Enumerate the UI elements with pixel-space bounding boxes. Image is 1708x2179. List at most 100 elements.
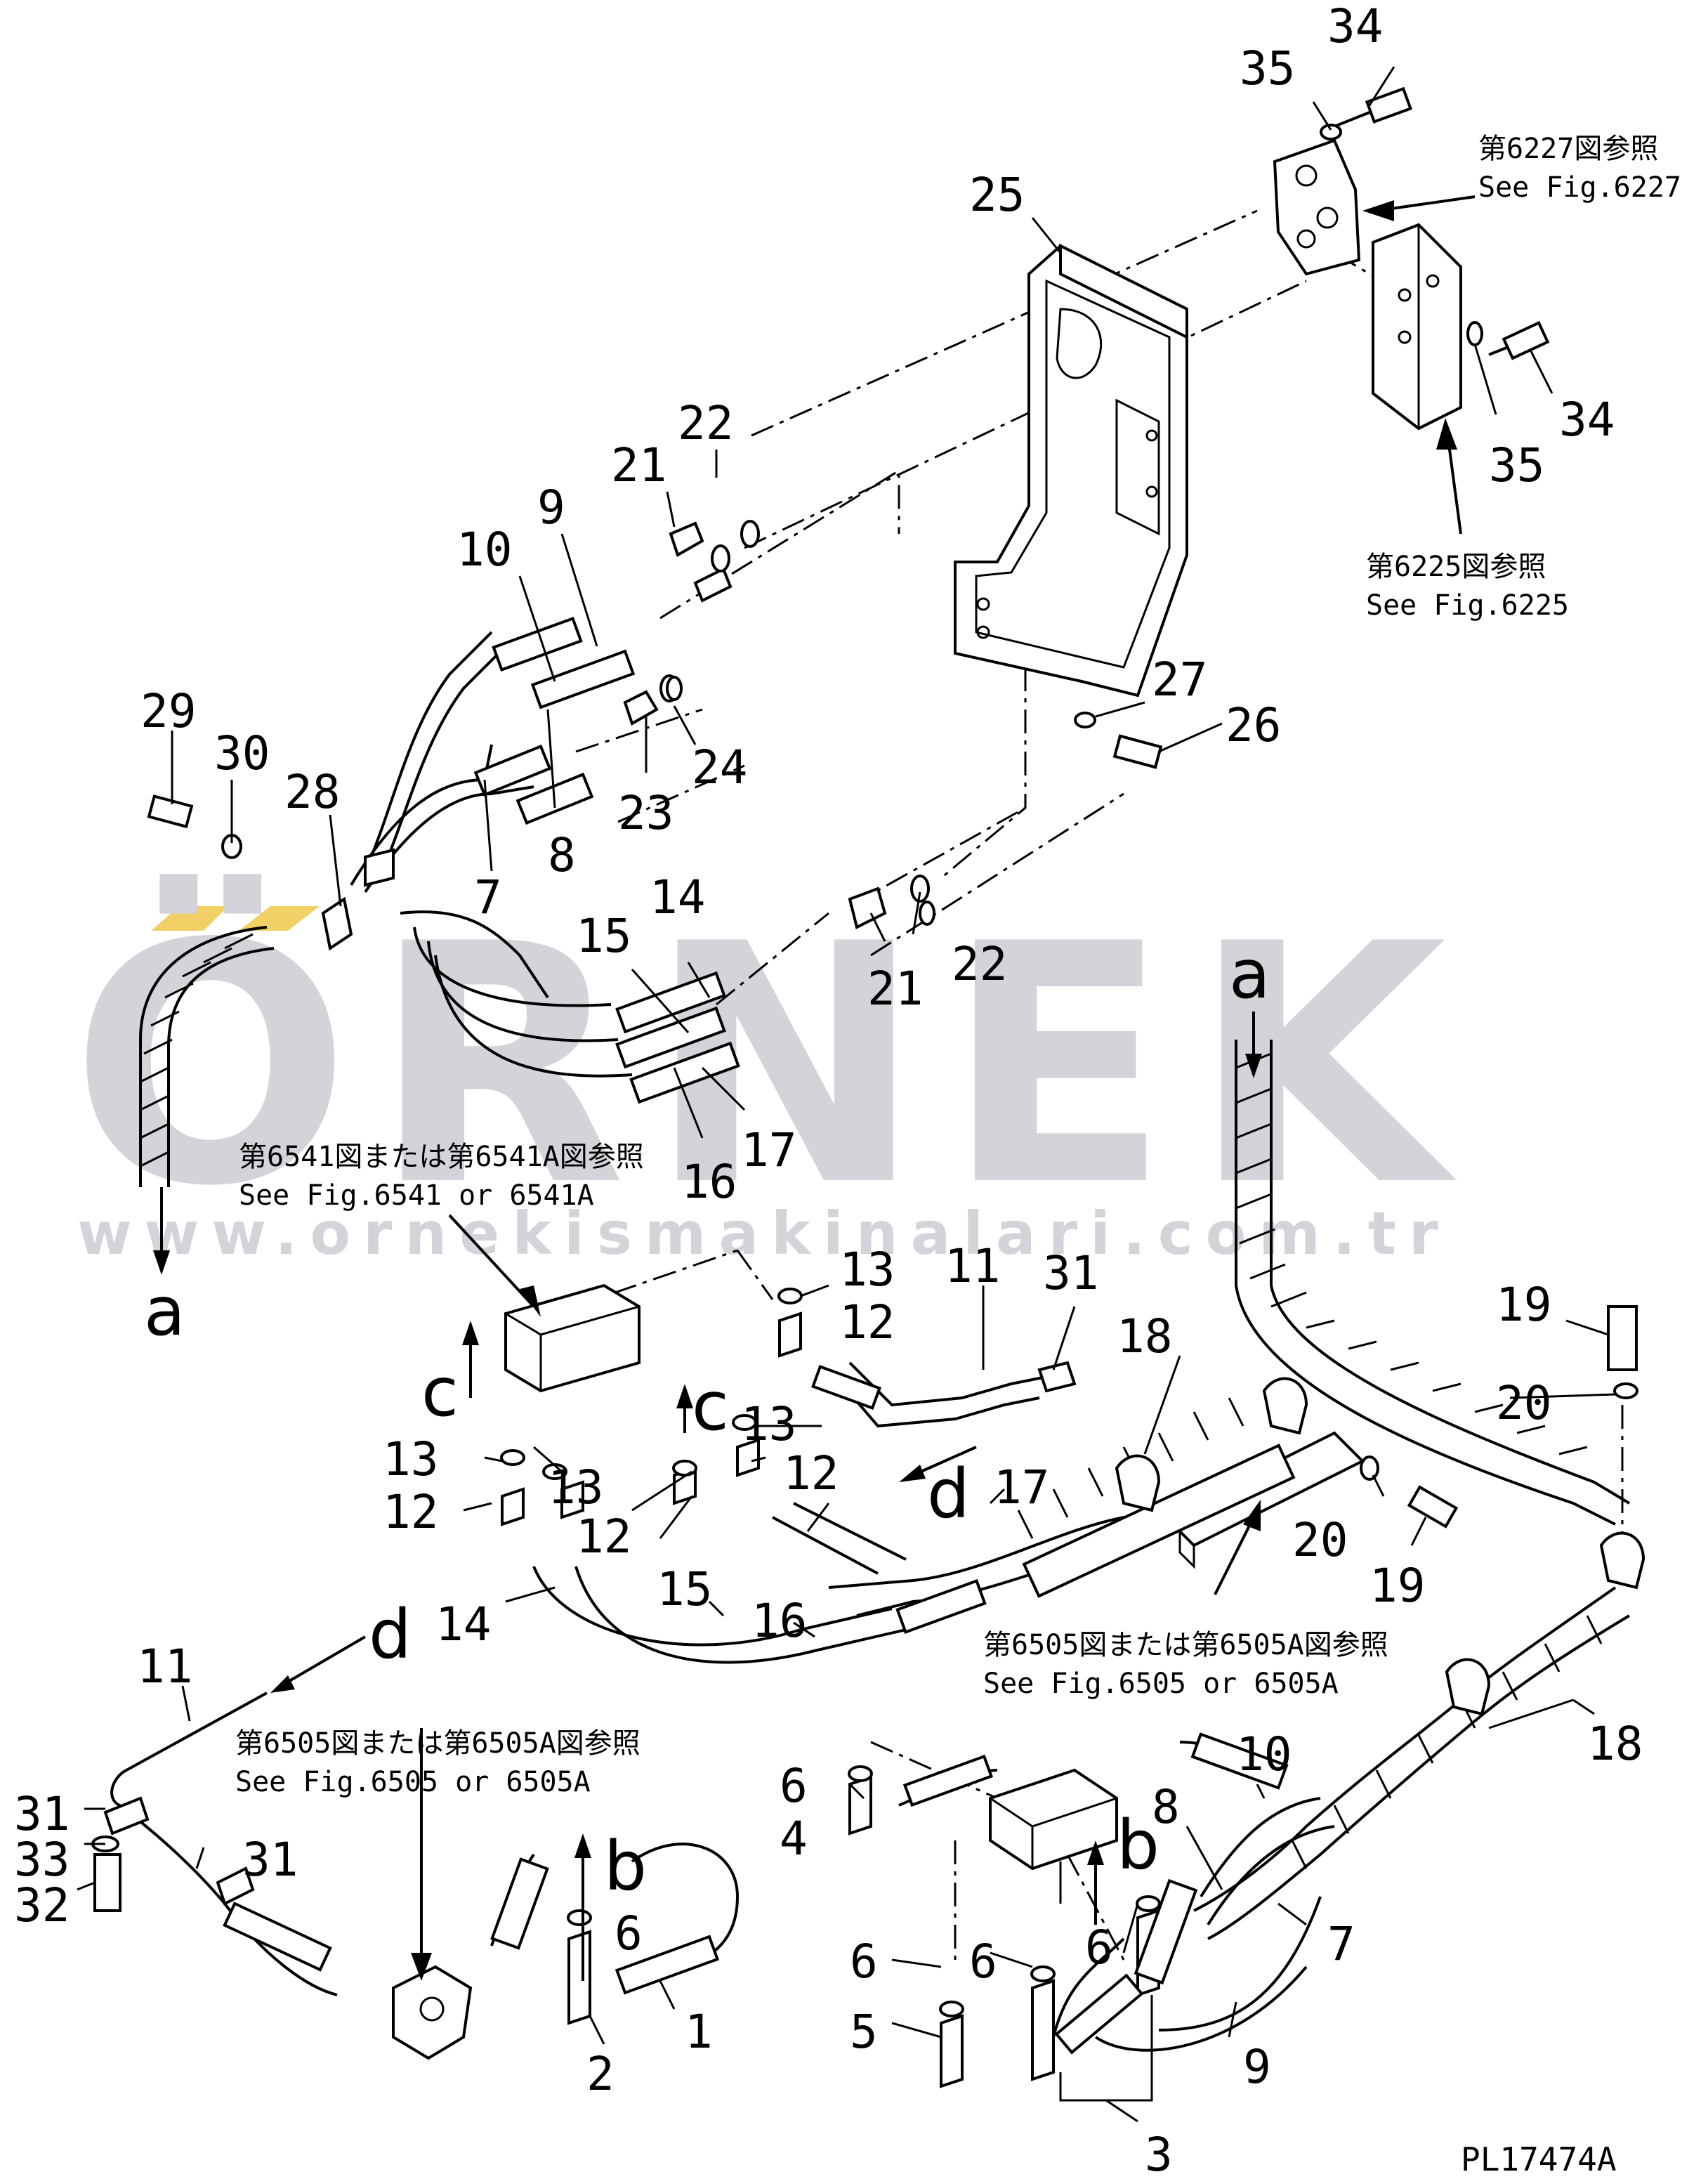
callout-label: 7 (1327, 1917, 1355, 1971)
callout-label: 17 (994, 1460, 1049, 1514)
ref-6227-en: See Fig.6227 (1478, 171, 1681, 204)
connector-label: c (692, 1367, 729, 1446)
callout-label: 6 (969, 1935, 997, 1989)
callout-label: 31 (242, 1833, 298, 1887)
callout-label: 21 (867, 962, 923, 1016)
ref-6541-en: See Fig.6541 or 6541A (239, 1179, 594, 1212)
callout-label: 6 (850, 1935, 878, 1989)
callout-label: 27 (1152, 653, 1207, 707)
connector-label: c (421, 1353, 459, 1432)
callout-label: 16 (751, 1594, 807, 1648)
connector-label: a (1229, 935, 1270, 1014)
ref-6505-right-jp: 第6505図または第6505A図参照 (983, 1629, 1388, 1661)
pilot-valve-6505 (392, 1965, 473, 2060)
callout-label: 35 (1240, 41, 1295, 96)
callout-label: 16 (681, 1155, 737, 1209)
callout-label: 17 (741, 1123, 796, 1177)
callout-label: 9 (1243, 2040, 1271, 2094)
spiral-wraps (140, 933, 1603, 1869)
watermark-accent-mark (151, 906, 320, 931)
connector-arrows (153, 1012, 1262, 1981)
connector-labels: a a b b c c d d (144, 935, 1270, 1906)
clamps (103, 848, 1645, 1906)
ref-6227-jp: 第6227図参照 (1478, 133, 1658, 165)
callout-label: 9 (537, 480, 565, 535)
ref-6505-right-en: See Fig.6505 or 6505A (983, 1668, 1339, 1700)
control-valve-6505 (989, 1768, 1118, 1871)
callout-label: 11 (945, 1239, 1000, 1293)
callout-label: 2 (586, 2047, 615, 2101)
callout-label: 34 (1559, 393, 1615, 447)
callout-label: 14 (650, 870, 705, 924)
callout-label: 14 (435, 1597, 491, 1651)
callout-labels: 34 35 25 34 35 22 21 9 10 27 26 29 30 28… (14, 0, 1643, 2179)
callout-label: 20 (1496, 1376, 1551, 1430)
callout-label: 11 (137, 1640, 192, 1694)
callout-label: 6 (1085, 1920, 1113, 1975)
callout-label: 33 (14, 1833, 70, 1887)
callout-label: 12 (576, 1510, 631, 1564)
connector-label: b (1117, 1806, 1160, 1885)
callout-label: 6 (780, 1759, 808, 1813)
bolts-washers (91, 86, 1638, 1912)
callout-label: 15 (576, 909, 631, 963)
callout-label: 34 (1327, 0, 1383, 53)
hose-ends (223, 616, 1289, 2055)
callout-label: 5 (850, 2005, 878, 2059)
callout-label: 20 (1292, 1513, 1348, 1567)
bracket-25 (954, 243, 1188, 698)
connector-label: d (927, 1455, 970, 1533)
callout-label: 8 (1152, 1780, 1180, 1834)
callout-label: 10 (456, 523, 512, 577)
control-valve-6541 (504, 1283, 640, 1393)
reference-arrows (411, 195, 1476, 1981)
callout-label: 18 (1117, 1309, 1172, 1363)
callout-label: 29 (140, 684, 196, 738)
callout-label: 22 (952, 937, 1007, 991)
callout-label: 13 (839, 1243, 895, 1297)
callout-label: 26 (1226, 698, 1281, 752)
callout-label: 12 (783, 1446, 839, 1500)
callout-label: 30 (214, 726, 270, 780)
ref-6225-jp: 第6225図参照 (1366, 551, 1546, 583)
callout-label: 31 (1043, 1246, 1098, 1300)
ref-6541-jp: 第6541図または第6541A図参照 (239, 1141, 644, 1173)
connector-label: b (604, 1827, 647, 1906)
callout-label: 12 (383, 1485, 438, 1539)
drawing-code: PL17474A (1461, 2140, 1617, 2178)
callout-label: 18 (1587, 1717, 1643, 1771)
valve-6225 (1372, 223, 1462, 431)
callout-label: 1 (685, 2005, 713, 2059)
callout-label: 21 (611, 438, 666, 492)
figure-references: 第6227図参照 See Fig.6227 第6225図参照 See Fig.6… (235, 133, 1681, 1798)
callout-label: 28 (284, 765, 340, 819)
callout-label: 13 (741, 1397, 796, 1451)
callout-label: 8 (548, 828, 576, 882)
callout-label: 15 (657, 1562, 712, 1616)
callout-label: 6 (615, 1906, 643, 1961)
callout-label: 13 (548, 1460, 603, 1514)
callout-label: 3 (1145, 2128, 1173, 2179)
connector-label: d (369, 1595, 412, 1674)
callout-label: 19 (1369, 1559, 1425, 1613)
ref-6505-left-en: See Fig.6505 or 6505A (235, 1766, 591, 1798)
callout-label: 32 (14, 1878, 70, 1932)
callout-label: 35 (1489, 438, 1544, 492)
callout-label: 4 (780, 1812, 808, 1866)
callout-label: 7 (474, 870, 502, 924)
callout-label: 23 (618, 786, 674, 840)
watermark-url: www.ornekismakinalari.com.tr (77, 1199, 1450, 1268)
connector-label: a (144, 1272, 185, 1351)
callout-label: 19 (1496, 1278, 1551, 1332)
callout-label: 13 (383, 1432, 438, 1486)
callout-label: 22 (678, 396, 733, 450)
valve-6227 (1273, 138, 1361, 276)
leader-lines (77, 66, 1616, 2123)
center-lines (533, 209, 1624, 1967)
callout-label: 25 (969, 168, 1025, 222)
callout-label: 10 (1236, 1727, 1292, 1781)
callout-label: 24 (692, 740, 747, 794)
ref-6225-en: See Fig.6225 (1366, 589, 1569, 622)
watermark-brand: ÖRNEK (70, 870, 1468, 1258)
